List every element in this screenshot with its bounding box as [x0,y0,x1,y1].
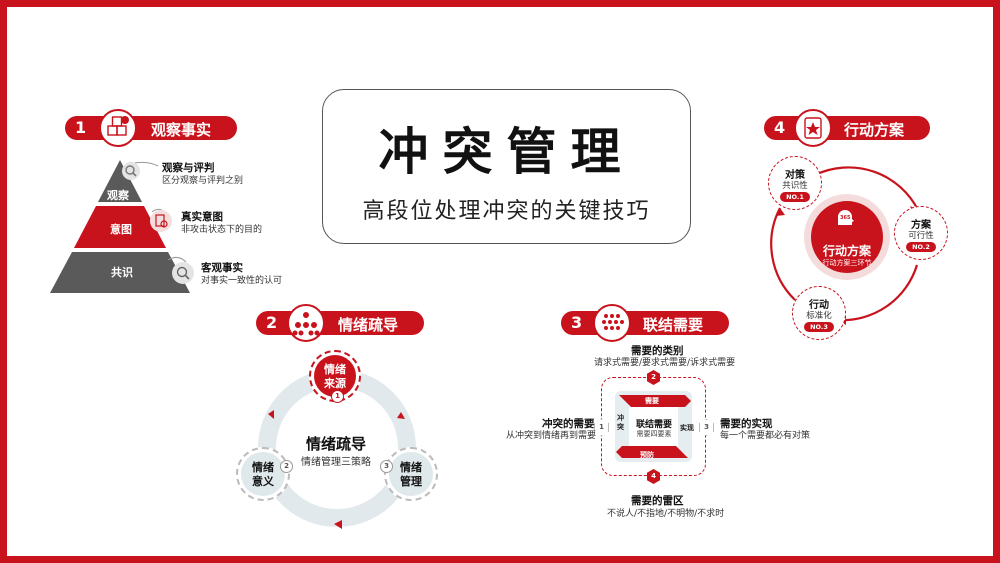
action-node-title: 对策 [785,170,805,181]
pyramid-level-middle [74,206,166,248]
action-node-tag: NO.3 [804,322,834,332]
needs-item-desc: 请求式需要/要求式需要/诉求式需要 [594,358,736,368]
needs-item-desc: 从冲突到情绪再到需要 [506,431,597,441]
node-line: 情绪 [400,461,422,474]
section-header-3: 3 联结需要 [561,311,729,335]
subtitle: 高段位处理冲突的关键技巧 [362,199,651,224]
needs-tag-top: 需要 [645,397,659,405]
section-header-1: 1 观察事实 [65,116,237,140]
needs-marker: 4 [647,469,660,484]
needs-marker: 1 [594,419,609,436]
needs-item-title: 需要的雷区 [631,495,684,507]
abc-blocks-icon [99,109,137,147]
needs-marker: 2 [647,370,660,385]
needs-tag-left: 冲突 [617,414,624,431]
section-label: 行动方案 [844,121,905,139]
needs-item-title: 需要的实现 [720,418,773,430]
emotion-node-number: 3 [380,460,393,473]
action-node-1: 对策 共识性 NO.1 [768,156,822,210]
head-icon-text: 365 [840,215,851,221]
emotion-node-2: 情绪 意义 [236,447,290,501]
action-node-title: 行动 [809,300,829,311]
section-header-4: 4 行动方案 [764,116,930,140]
section-number: 4 [774,118,786,137]
needs-item-title: 需要的类别 [631,345,684,357]
node-line: 情绪 [324,363,346,376]
pyramid-level-label: 共识 [111,266,133,279]
needs-tag-bottom: 预防 [640,451,654,459]
action-cycle-diagram [770,166,919,325]
node-line: 来源 [324,377,346,390]
pyramid-level-top [98,160,142,202]
head-icon [834,207,856,229]
action-node-desc: 标准化 [806,311,832,321]
node-line: 管理 [400,475,422,488]
needs-marker: 3 [699,419,714,436]
main-title: 冲突管理 [378,123,635,181]
pyramid-level-label: 观察 [107,189,129,202]
action-node-3: 行动 标准化 NO.3 [792,286,846,340]
document-search-icon [150,210,172,232]
section-number: 3 [571,313,583,332]
section-label: 情绪疏导 [338,316,399,334]
needs-diagram [615,391,692,462]
action-center-title: 行动方案 [822,244,871,258]
org-chart-icon [287,304,325,342]
section-number: 2 [266,313,278,332]
node-line: 意义 [252,475,274,488]
action-node-tag: NO.1 [780,192,810,202]
emotion-node-number: 1 [331,390,344,403]
needs-item-desc: 不说人/不指地/不明物/不求时 [607,509,725,519]
pyramid-item-title: 客观事实 [201,262,243,274]
emotion-center-title: 情绪疏导 [305,435,366,453]
emotion-node-number: 2 [280,460,293,473]
emotion-node-1: 情绪 来源 [309,350,361,402]
needs-tag-right: 实现 [680,424,694,432]
action-node-desc: 可行性 [908,231,934,241]
pyramid-level-label: 意图 [110,223,132,236]
pyramid-level-bottom [50,252,190,293]
pyramid-item-desc: 区分观察与评判之别 [162,176,244,186]
needs-item-title: 冲突的需要 [542,418,595,430]
action-center-subtitle: 行动方案三环节 [822,259,872,267]
dots-grid-icon [593,304,631,342]
pyramid-item-desc: 对事实一致性的认可 [201,276,283,286]
emotion-center-subtitle: 情绪管理三策略 [301,457,371,468]
title-box: 冲突管理 高段位处理冲突的关键技巧 [322,89,691,244]
node-line: 情绪 [252,461,274,474]
needs-item-desc: 每一个需要都必有对策 [720,431,811,441]
action-node-tag: NO.2 [906,242,936,252]
pyramid-item-title: 观察与评判 [162,162,215,174]
needs-center-title: 联结需要 [635,420,672,430]
badge-star-icon [794,109,832,147]
action-node-title: 方案 [911,220,931,231]
pyramid-item-title: 真实意图 [181,211,223,223]
action-node-2: 方案 可行性 NO.2 [894,206,948,260]
emotion-node-3: 情绪 管理 [384,447,438,501]
search-check-icon [172,262,194,284]
pyramid-diagram [50,160,190,293]
needs-center-subtitle: 需要四要素 [636,430,672,438]
section-label: 观察事实 [151,121,212,139]
action-node-desc: 共识性 [782,181,808,191]
section-header-2: 2 情绪疏导 [256,311,424,335]
magnifier-icon [122,162,140,180]
section-label: 联结需要 [643,316,704,334]
section-number: 1 [75,118,87,137]
pyramid-item-desc: 非攻击状态下的目的 [181,225,263,235]
